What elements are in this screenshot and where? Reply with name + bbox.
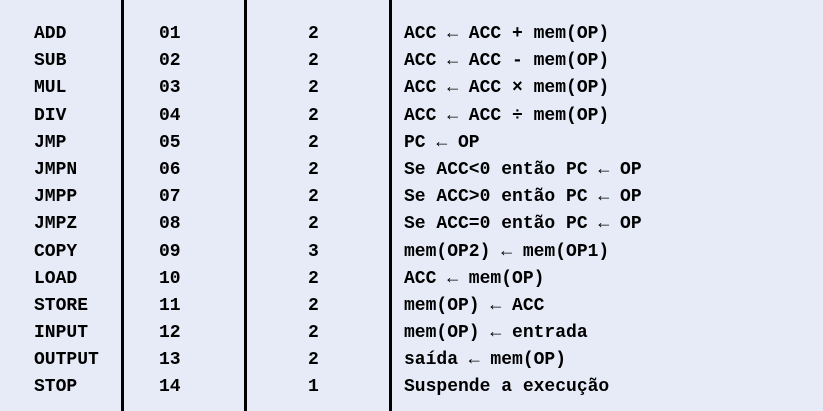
table-row: STOP 14 1 Suspende a execução bbox=[0, 374, 823, 401]
table-row: INPUT 12 2 mem(OP) ← entrada bbox=[0, 320, 823, 347]
opcode-cell: 11 bbox=[159, 295, 181, 316]
opcode-cell: 04 bbox=[159, 105, 181, 126]
size-cell: 2 bbox=[308, 268, 319, 289]
opcode-cell: 10 bbox=[159, 268, 181, 289]
mnemonic-cell: ADD bbox=[34, 24, 67, 44]
size-cell: 2 bbox=[308, 214, 319, 235]
mnemonic-cell: OUTPUT bbox=[34, 350, 99, 371]
action-cell: Se ACC>0 então PC ← OP bbox=[404, 187, 642, 208]
mnemonic-cell: COPY bbox=[34, 241, 78, 262]
opcode-cell: 09 bbox=[159, 241, 181, 262]
size-cell: 2 bbox=[308, 159, 319, 180]
table-row: COPY 09 3 mem(OP2) ← mem(OP1) bbox=[0, 239, 823, 266]
size-cell: 2 bbox=[308, 295, 319, 316]
size-cell: 1 bbox=[308, 377, 319, 398]
size-cell: 2 bbox=[308, 323, 319, 344]
action-cell: ACC ← ACC - mem(OP) bbox=[404, 51, 610, 72]
opcode-cell: 12 bbox=[159, 323, 181, 344]
column-divider bbox=[389, 0, 392, 411]
action-cell: mem(OP) ← entrada bbox=[404, 323, 588, 344]
size-cell: 2 bbox=[308, 51, 319, 72]
mnemonic-cell: STOP bbox=[34, 377, 78, 398]
mnemonic-cell: STORE bbox=[34, 295, 89, 316]
column-divider bbox=[244, 0, 247, 411]
action-cell: PC ← OP bbox=[404, 132, 480, 153]
action-cell: mem(OP2) ← mem(OP1) bbox=[404, 241, 610, 262]
action-cell: Se ACC=0 então PC ← OP bbox=[404, 214, 642, 235]
table-row: ADD 01 2 ACC ← ACC + mem(OP) bbox=[0, 21, 823, 48]
table-row: JMPN 06 2 Se ACC<0 então PC ← OP bbox=[0, 157, 823, 184]
table-row: OUTPUT 13 2 saída ← mem(OP) bbox=[0, 347, 823, 374]
size-cell: 2 bbox=[308, 78, 319, 99]
action-cell: ACC ← ACC × mem(OP) bbox=[404, 78, 610, 99]
size-cell: 3 bbox=[308, 241, 319, 262]
size-cell: 2 bbox=[308, 187, 319, 208]
action-cell: ACC ← ACC + mem(OP) bbox=[404, 24, 610, 44]
opcode-cell: 05 bbox=[159, 132, 181, 153]
action-cell: ACC ← ACC ÷ mem(OP) bbox=[404, 105, 610, 126]
size-cell: 2 bbox=[308, 350, 319, 371]
opcode-cell: 13 bbox=[159, 350, 181, 371]
opcode-cell: 08 bbox=[159, 214, 181, 235]
size-cell: 2 bbox=[308, 132, 319, 153]
mnemonic-cell: INPUT bbox=[34, 323, 89, 344]
mnemonic-cell: JMP bbox=[34, 132, 67, 153]
opcode-cell: 06 bbox=[159, 159, 181, 180]
action-cell: Suspende a execução bbox=[404, 377, 610, 398]
size-cell: 2 bbox=[308, 105, 319, 126]
mnemonic-cell: JMPP bbox=[34, 187, 78, 208]
opcode-cell: 03 bbox=[159, 78, 181, 99]
mnemonic-cell: SUB bbox=[34, 51, 67, 72]
mnemonic-cell: DIV bbox=[34, 105, 67, 126]
action-cell: mem(OP) ← ACC bbox=[404, 295, 545, 316]
opcode-cell: 07 bbox=[159, 187, 181, 208]
table-row: JMP 05 2 PC ← OP bbox=[0, 130, 823, 157]
table-row: STORE 11 2 mem(OP) ← ACC bbox=[0, 293, 823, 320]
action-cell: saída ← mem(OP) bbox=[404, 350, 567, 371]
table-row: MUL 03 2 ACC ← ACC × mem(OP) bbox=[0, 75, 823, 102]
opcode-cell: 02 bbox=[159, 51, 181, 72]
action-cell: Se ACC<0 então PC ← OP bbox=[404, 159, 642, 180]
table-row: JMPP 07 2 Se ACC>0 então PC ← OP bbox=[0, 184, 823, 211]
size-cell: 2 bbox=[308, 24, 319, 44]
action-cell: ACC ← mem(OP) bbox=[404, 268, 545, 289]
table-row: SUB 02 2 ACC ← ACC - mem(OP) bbox=[0, 48, 823, 75]
opcode-cell: 01 bbox=[159, 24, 181, 44]
mnemonic-cell: LOAD bbox=[34, 268, 78, 289]
mnemonic-cell: JMPZ bbox=[34, 214, 78, 235]
table-row: DIV 04 2 ACC ← ACC ÷ mem(OP) bbox=[0, 103, 823, 130]
mnemonic-cell: MUL bbox=[34, 78, 67, 99]
table-row: JMPZ 08 2 Se ACC=0 então PC ← OP bbox=[0, 211, 823, 238]
opcode-cell: 14 bbox=[159, 377, 181, 398]
mnemonic-cell: JMPN bbox=[34, 159, 78, 180]
column-divider bbox=[121, 0, 124, 411]
table-row: LOAD 10 2 ACC ← mem(OP) bbox=[0, 266, 823, 293]
